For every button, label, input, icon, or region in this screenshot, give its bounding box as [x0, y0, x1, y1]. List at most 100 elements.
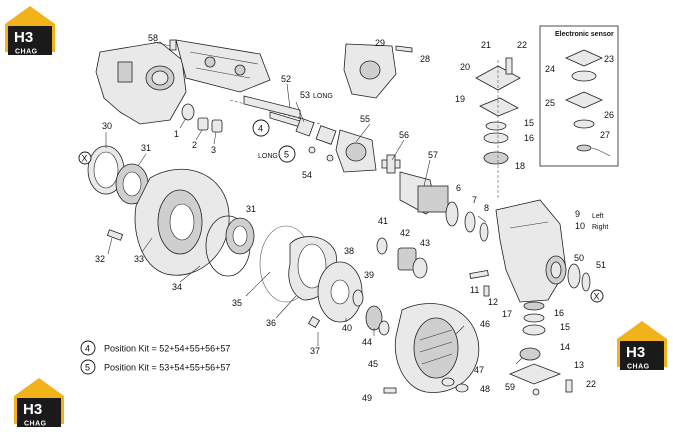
part-number: 28: [420, 54, 430, 64]
part-number: 22: [586, 379, 596, 389]
part-number: 45: [368, 359, 378, 369]
side-right-label: Right: [592, 224, 608, 231]
part-number: 3: [211, 145, 216, 155]
axle-housing-part: [95, 39, 271, 125]
part-number: 44: [362, 337, 372, 347]
svg-text:CHAG: CHAG: [24, 421, 47, 428]
seal-rings-right: [445, 201, 591, 292]
svg-text:5: 5: [284, 150, 289, 160]
part-number: 31: [141, 143, 151, 153]
x-marker-left: X: [78, 151, 92, 165]
part-number: 27: [600, 130, 610, 140]
part-number: 26: [604, 110, 614, 120]
x-marker-right: X: [590, 289, 604, 303]
part-number: 57: [428, 150, 438, 160]
part-number: 1: [174, 129, 179, 139]
part-number: 37: [310, 346, 320, 356]
part-number: 42: [400, 228, 410, 238]
kit-text-4: Position Kit = 52+54+55+56+57: [104, 344, 230, 354]
part-number: 22: [517, 40, 527, 50]
part-number: 8: [484, 203, 489, 213]
watermark-logo-right: H3 CHAG: [617, 321, 667, 371]
part-number: 29: [375, 38, 385, 48]
part-number: 7: [472, 195, 477, 205]
part-number: 25: [545, 98, 555, 108]
part-number: 6: [456, 183, 461, 193]
part-number: 51: [596, 260, 606, 270]
part-number: 33: [134, 254, 144, 264]
part-number: 2: [192, 140, 197, 150]
part-number: 55: [360, 114, 370, 124]
electronic-sensor-box: Electronic sensor: [539, 25, 619, 167]
part-number: 32: [95, 254, 105, 264]
part-number: 14: [560, 342, 570, 352]
kingpin-stack-part: [475, 57, 521, 200]
part-number: 50: [574, 253, 584, 263]
part-number: 54: [302, 170, 312, 180]
part-number: 39: [364, 270, 374, 280]
part-number: 10: [575, 221, 585, 231]
kit-legend: 4 Position Kit = 52+54+55+56+57 5 Positi…: [80, 340, 230, 375]
part-number: 53: [300, 90, 310, 100]
kit-marker-5: 5: [85, 363, 90, 373]
svg-text:CHAG: CHAG: [15, 49, 38, 56]
sensor-box-title: Electronic sensor: [555, 31, 614, 38]
svg-text:4: 4: [258, 124, 263, 134]
part-number: 47: [474, 365, 484, 375]
universal-joint-part: [295, 117, 377, 173]
part-number: 40: [342, 323, 352, 333]
part-number: 30: [102, 121, 112, 131]
part-number: 49: [362, 393, 372, 403]
planet-carrier-part: [307, 261, 364, 329]
part-number: 19: [455, 94, 465, 104]
steering-knuckle-part: [495, 199, 567, 303]
leader-lines: [105, 41, 523, 365]
side-left-label: Left: [592, 213, 604, 220]
kit-text-5: Position Kit = 53+54+55+56+57: [104, 363, 230, 373]
planet-gear-part: [365, 305, 390, 336]
kit-marker-4: 4: [85, 344, 90, 354]
part-number: 16: [554, 308, 564, 318]
part-number: 56: [399, 130, 409, 140]
part-number: 21: [481, 40, 491, 50]
part-number: 48: [480, 384, 490, 394]
callout-4: 4: [252, 119, 270, 137]
part-number: 15: [524, 118, 534, 128]
part-number: 20: [460, 62, 470, 72]
part-number: 18: [515, 161, 525, 171]
knuckle-upper-part: [343, 43, 413, 99]
bushing-parts: [181, 103, 223, 133]
part-number: 23: [604, 54, 614, 64]
svg-text:H3: H3: [14, 29, 33, 46]
part-number: 9: [575, 209, 580, 219]
part-number: 13: [574, 360, 584, 370]
svg-text:H3: H3: [626, 344, 645, 361]
part-number: 41: [378, 216, 388, 226]
svg-text:X: X: [594, 292, 600, 302]
part-number: 16: [524, 133, 534, 143]
part-number: 17: [502, 309, 512, 319]
planet-housing-part: [383, 303, 480, 394]
part-number: 38: [344, 246, 354, 256]
kingpin-lower-part: [508, 301, 573, 393]
part-number: 43: [420, 238, 430, 248]
part-number: 24: [545, 64, 555, 74]
part-number: 12: [488, 297, 498, 307]
watermark-logo-bottom-left: H3 CHAG: [14, 378, 64, 428]
watermark-logo-top-left: H3 CHAG: [5, 6, 55, 56]
part-number: 35: [232, 298, 242, 308]
part-number-labels: 58 1 2 3 52 53 54 55 56 57 29 28 21 22 2…: [95, 33, 614, 403]
part-number: 46: [480, 319, 490, 329]
part-number: 34: [172, 282, 182, 292]
part-number: 15: [560, 322, 570, 332]
callout-5: 5: [278, 145, 296, 163]
svg-text:X: X: [82, 154, 88, 164]
part-number: 36: [266, 318, 276, 328]
part-number: 58: [148, 33, 158, 43]
wheel-hub-part: [87, 145, 230, 276]
long-label-lower: LONG: [258, 153, 278, 160]
sun-gear-part: [376, 237, 428, 279]
svg-text:CHAG: CHAG: [627, 364, 650, 371]
svg-text:H3: H3: [23, 401, 42, 418]
